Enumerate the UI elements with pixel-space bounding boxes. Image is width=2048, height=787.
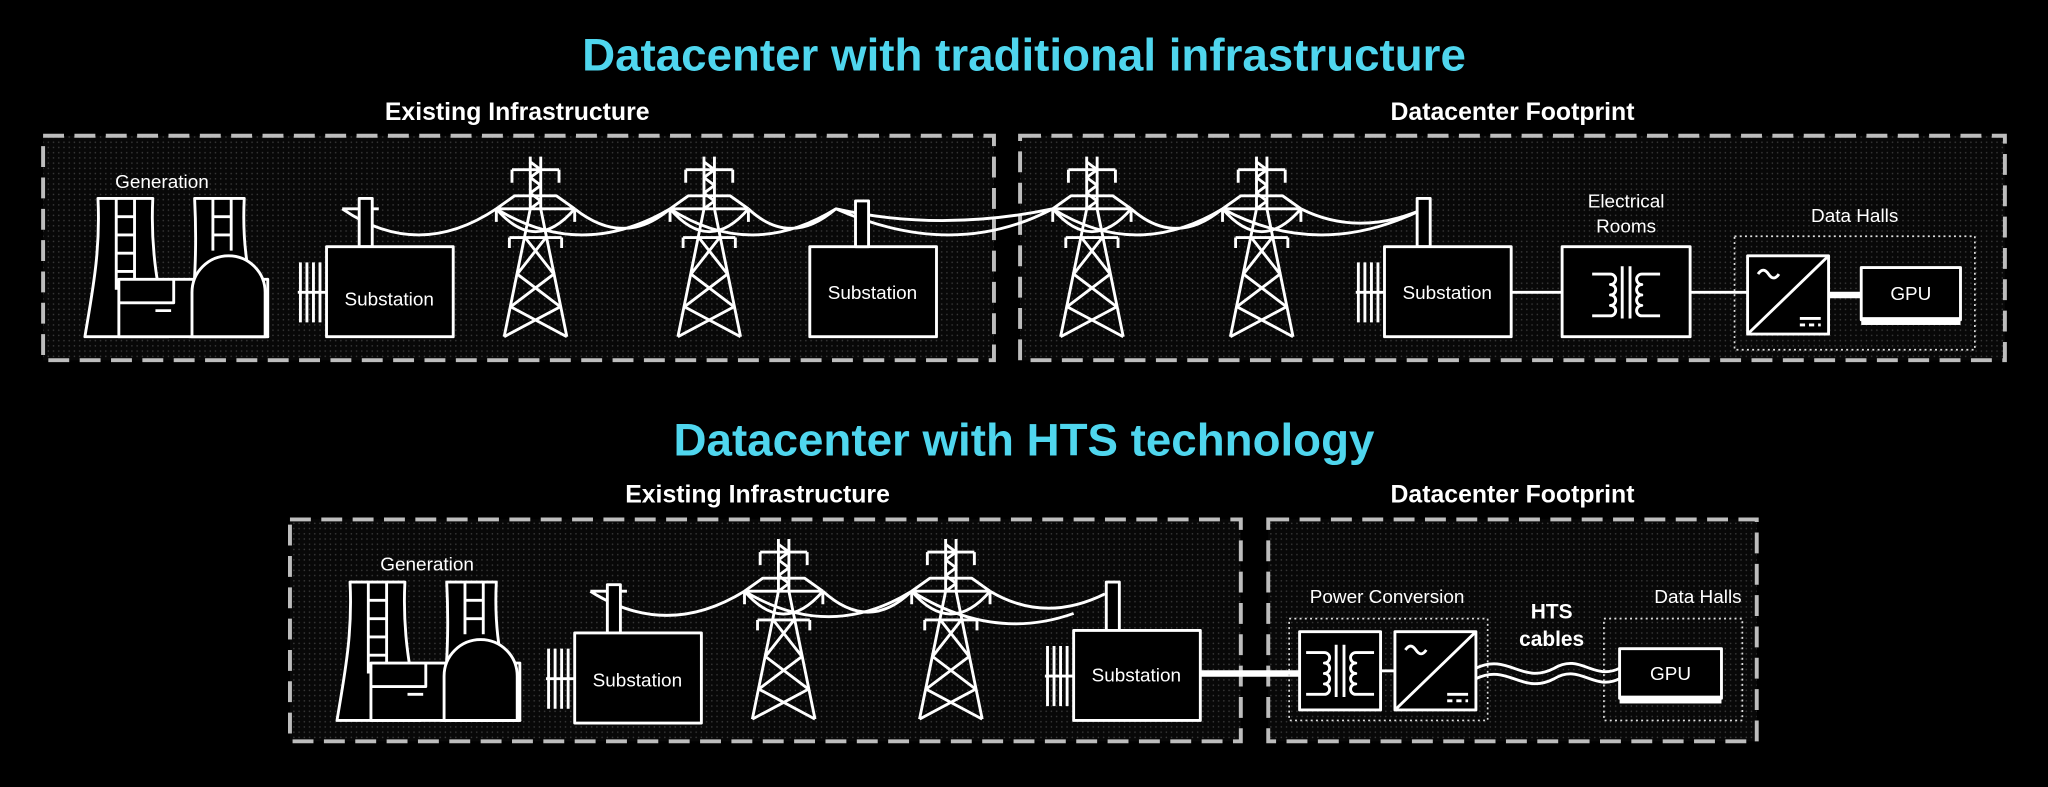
hts-cables-label: HTS bbox=[1531, 601, 1573, 624]
traditional-title: Datacenter with traditional infrastructu… bbox=[582, 29, 1466, 80]
substation-label: Substation bbox=[344, 289, 433, 310]
electrical-rooms-label: Electrical bbox=[1588, 192, 1665, 213]
existing-infrastructure-label: Existing Infrastructure bbox=[385, 99, 650, 126]
substation-icon bbox=[808, 245, 938, 339]
hts-cables-label: cables bbox=[1519, 628, 1584, 651]
electrical-room-box bbox=[1560, 245, 1692, 339]
power-conversion-frame bbox=[1288, 617, 1489, 722]
gpu-base bbox=[1861, 317, 1961, 325]
substation-label: Substation bbox=[1092, 665, 1181, 686]
gpu-label: GPU bbox=[1890, 284, 1931, 305]
data-halls-frame bbox=[1603, 617, 1744, 722]
gpu-box bbox=[1618, 647, 1723, 700]
existing-infrastructure-label: Existing Infrastructure bbox=[625, 481, 890, 508]
datacenter-footprint-label: Datacenter Footprint bbox=[1391, 481, 1635, 508]
converter-icon bbox=[1393, 630, 1478, 712]
converter-icon bbox=[1746, 254, 1831, 336]
electrical-rooms-label: Rooms bbox=[1596, 216, 1656, 237]
substation-label: Substation bbox=[828, 283, 917, 304]
datacenter-footprint-label: Datacenter Footprint bbox=[1391, 99, 1635, 126]
transformer-box bbox=[1298, 630, 1383, 712]
generation-label: Generation bbox=[380, 554, 474, 575]
hts-cable-icon bbox=[1475, 662, 1621, 686]
data-halls-frame bbox=[1733, 235, 1976, 351]
power-conversion-label: Power Conversion bbox=[1310, 587, 1465, 608]
substation-label: Substation bbox=[1402, 283, 1491, 304]
substation-pole-icon bbox=[854, 199, 871, 249]
hts-title: Datacenter with HTS technology bbox=[674, 415, 1375, 466]
gpu-base bbox=[1619, 695, 1722, 704]
data-halls-label: Data Halls bbox=[1654, 587, 1741, 608]
data-halls-label: Data Halls bbox=[1811, 206, 1898, 227]
substation-label: Substation bbox=[593, 671, 682, 692]
gpu-label: GPU bbox=[1650, 664, 1691, 685]
generation-label: Generation bbox=[115, 172, 209, 193]
